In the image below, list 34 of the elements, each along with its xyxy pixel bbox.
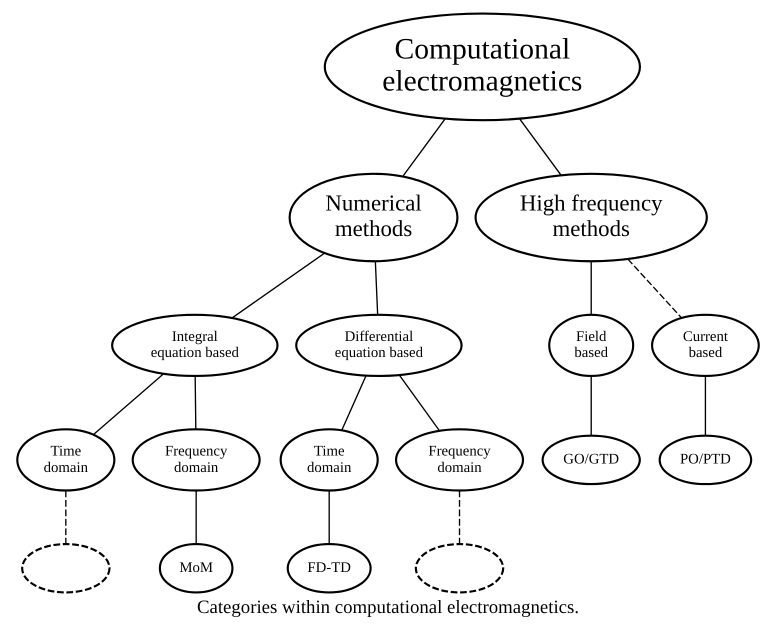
node-ellipse <box>414 543 504 594</box>
connector <box>232 252 326 318</box>
caption: Categories within computational electromagnetics. <box>196 596 580 618</box>
connector <box>196 490 197 544</box>
connector <box>374 261 378 315</box>
node-ellipse: FD-TD <box>286 543 372 594</box>
connector <box>627 258 682 318</box>
connector <box>590 376 592 436</box>
connector <box>328 490 330 544</box>
node-ellipse: Time domain <box>280 428 379 492</box>
node-ellipse: MoM <box>158 543 234 594</box>
connector <box>402 118 446 177</box>
node-ellipse: GO/GTD <box>542 434 641 486</box>
node-ellipse: PO/PTD <box>658 434 752 486</box>
connector <box>398 374 440 432</box>
connector <box>458 490 460 544</box>
connector <box>65 490 66 544</box>
node-ellipse <box>21 543 111 594</box>
node-ellipse: Differential equation based <box>295 314 463 378</box>
connector <box>92 373 164 436</box>
node-ellipse: Current based <box>651 314 760 378</box>
connector <box>518 118 562 176</box>
connector <box>704 376 706 436</box>
connector <box>341 375 367 431</box>
node-ellipse: Frequency domain <box>394 428 524 492</box>
node-ellipse: Computational electromagnetics <box>324 12 641 122</box>
node-ellipse: Numerical methods <box>288 172 459 262</box>
connector <box>590 261 592 315</box>
node-ellipse: Integral equation based <box>111 314 279 378</box>
node-ellipse: Frequency domain <box>132 428 261 492</box>
connector <box>194 376 196 430</box>
node-ellipse: High frequency methods <box>474 172 708 262</box>
node-ellipse: Time domain <box>16 428 116 492</box>
node-ellipse: Field based <box>548 314 634 378</box>
